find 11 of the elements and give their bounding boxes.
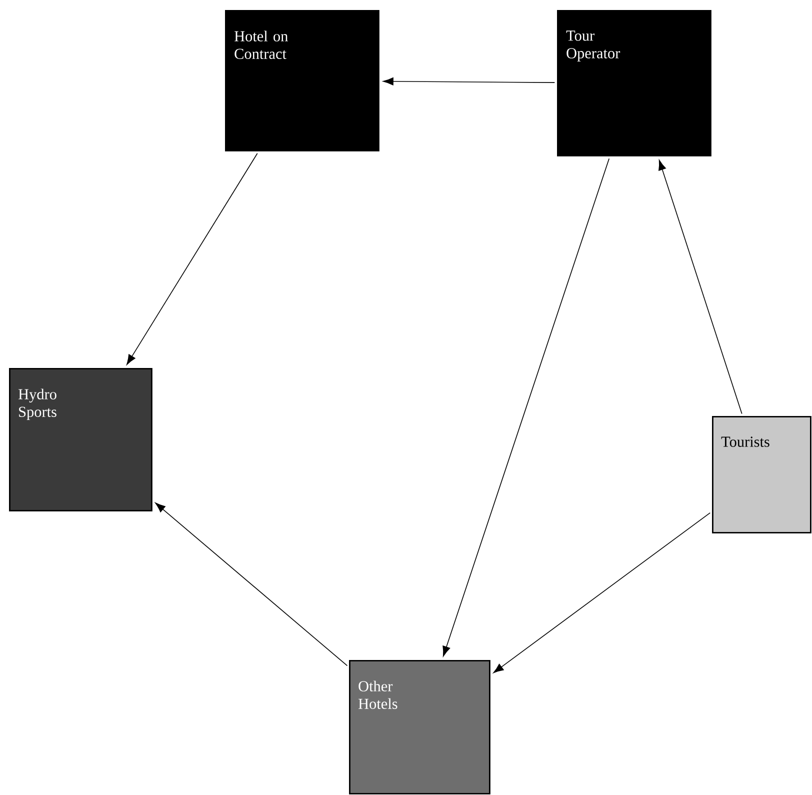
arrow (155, 502, 348, 666)
arrow (493, 512, 711, 674)
process-box: Hotel on Contract (225, 10, 380, 152)
arrow (658, 160, 742, 414)
process-box: Hydro Sports (9, 368, 152, 512)
arrow (442, 158, 610, 656)
process-box: Tour Operator (557, 10, 712, 156)
arrow (383, 78, 556, 86)
process-box: Tourists (712, 416, 812, 534)
process-box: Other Hotels (349, 660, 490, 794)
arrow (126, 152, 258, 365)
